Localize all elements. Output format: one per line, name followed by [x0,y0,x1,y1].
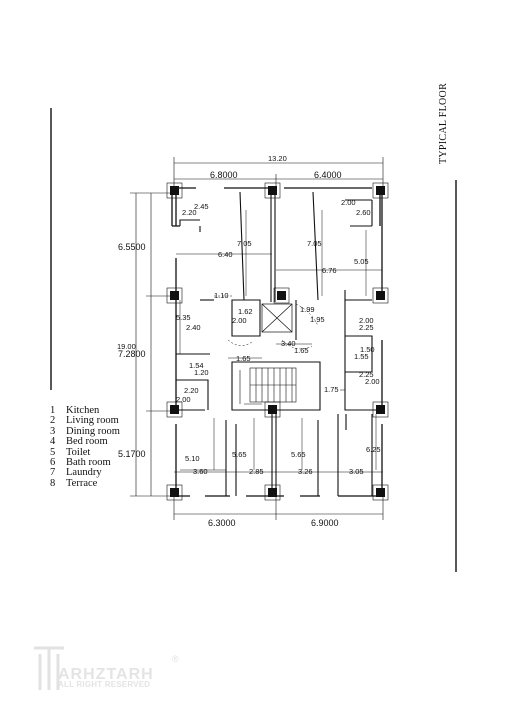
dim-label: 3.05 [349,467,364,476]
logo-mark [34,646,64,690]
dim-label: 2.20 [182,208,197,217]
logo-rights: ALL RIGHT RESERVED [58,680,151,689]
registered-icon: ® [172,654,179,664]
column-outlines [166,182,389,501]
dim-label: 1.10 [214,291,229,300]
dim-label: 5.35 [176,313,191,322]
dim-label: 2.00 [176,395,191,404]
dim-label: 2.25 [359,323,374,332]
dim-label: 2.00 [232,316,247,325]
dim-label: 1.62 [238,307,253,316]
dim-label: 2.00 [365,377,380,386]
columns [170,186,385,497]
dim-label: 2.25 [359,370,374,379]
dim-top-right-span: 6.4000 [314,170,342,180]
dim-label: 5.05 [354,257,369,266]
interior-walls [176,190,382,496]
door-swings [214,295,319,350]
dim-label: 1.55 [354,352,369,361]
dim-overall-width: 13.20 [268,154,287,163]
dim-label: 6.76 [322,266,337,275]
top-dimensions [173,157,384,186]
dim-label: 1.99 [300,305,315,314]
dim-label: 2.60 [356,208,371,217]
outer-walls [171,187,383,497]
dim-label: 2.00 [341,198,356,207]
watermark-logo: ARHZTARH ALL RIGHT RESERVED ® [30,646,190,692]
dim-label: 2.20 [184,386,199,395]
dim-label: 2.40 [186,323,201,332]
dim-label: 7.05 [237,239,252,248]
dim-left-lower: 5.1700 [118,449,146,459]
dim-label: 2.00 [359,316,374,325]
dim-label: 3.60 [193,467,208,476]
dim-label: 3.40 [281,339,296,348]
dim-bottom-left-span: 6.3000 [208,518,236,528]
dim-label: 1.20 [194,368,209,377]
dim-left-upper: 6.5500 [118,242,146,252]
dim-top-left-span: 6.8000 [210,170,238,180]
inner-dimension-lines [176,210,382,471]
dim-left-middle: 7.2800 [118,349,146,359]
drawing-title-text: TYPICAL FLOOR [438,82,449,164]
dim-label: 3.26 [298,467,313,476]
dim-label: 1.65 [294,346,309,355]
dim-label: 6.40 [218,250,233,259]
dim-label: 5.10 [185,454,200,463]
dim-label: 1.75 [324,385,339,394]
logo-brand: ARHZTARH [58,666,154,683]
dim-label: 1.95 [310,315,325,324]
dim-overall-height: 19.00 [117,342,136,351]
dim-label: 6.25 [366,445,381,454]
dim-label: 1.65 [236,354,251,363]
dim-label: 5.65 [232,450,247,459]
dim-label: 1.54 [189,361,204,370]
dim-label: 5.65 [291,450,306,459]
elevator [261,303,293,333]
drawing-title: TYPICAL FLOOR [438,80,468,180]
dim-label: 2.85 [249,467,264,476]
stairs [239,367,297,405]
dim-label: 2.45 [194,202,209,211]
dim-label: 7.05 [307,239,322,248]
dim-label: 1.50 [360,345,375,354]
dim-bottom-right-span: 6.9000 [311,518,339,528]
